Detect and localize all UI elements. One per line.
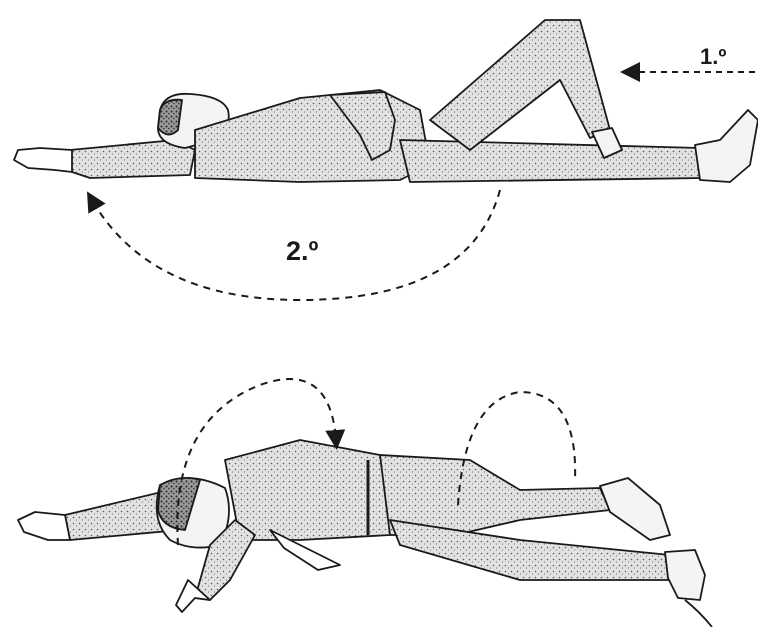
bottom-torso bbox=[225, 440, 400, 540]
top-raised-hand bbox=[14, 148, 72, 172]
top-bent-leg bbox=[430, 20, 610, 150]
top-straight-leg bbox=[400, 140, 705, 182]
top-torso bbox=[195, 90, 430, 182]
ground-stroke bbox=[685, 600, 712, 627]
bottom-shoe-bent bbox=[600, 478, 670, 540]
step-1-label: 1.º bbox=[700, 44, 726, 70]
top-shoe-straight bbox=[695, 110, 758, 182]
bottom-straight-leg bbox=[390, 520, 675, 580]
bottom-figure bbox=[18, 440, 712, 627]
step-2-label: 2.º bbox=[286, 236, 318, 267]
top-figure bbox=[14, 20, 758, 182]
bottom-extended-hand bbox=[18, 512, 70, 540]
bottom-shoe-straight bbox=[665, 550, 705, 600]
